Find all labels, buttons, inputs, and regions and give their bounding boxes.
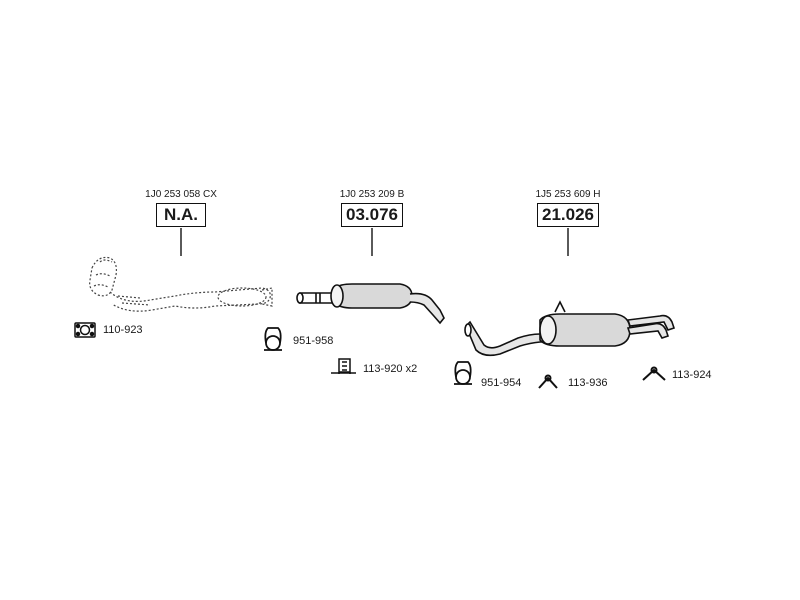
oem-number-part-2: 1J0 253 209 B [339,189,405,200]
flange-gasket-icon [74,322,96,338]
fitting-label-110-923: 110-923 [103,324,143,336]
front-pipe-catalyst-drawing [89,256,273,312]
fitting-label-113-920: 113-920 x2 [363,363,418,375]
part-code-box-1[interactable]: N.A. [156,203,206,227]
rear-silencer-drawing [464,300,676,357]
fitting-label-951-954: 951-954 [481,377,522,389]
hanger-icon [642,366,666,381]
middle-silencer-drawing [296,283,445,325]
oem-number-part-1: 1J0 253 058 CX [145,189,217,200]
clamp-icon [264,327,282,351]
part-code-box-3[interactable]: 21.026 [537,203,599,227]
hanger-icon [538,374,558,389]
oem-number-part-3: 1J5 253 609 H [535,189,601,200]
clamp-icon [454,361,472,385]
fitting-label-113-924: 113-924 [672,369,712,381]
fitting-label-113-936: 113-936 [568,377,608,389]
rubber-mount-icon [331,358,356,374]
part-code-box-2[interactable]: 03.076 [341,203,403,227]
fitting-label-951-958: 951-958 [293,335,334,347]
